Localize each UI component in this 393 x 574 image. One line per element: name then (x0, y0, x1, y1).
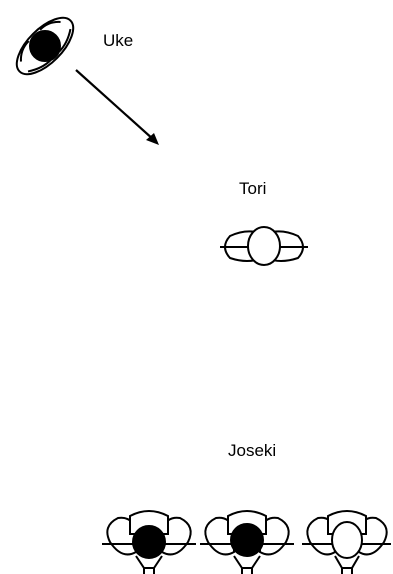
tori-label: Tori (239, 179, 267, 198)
joseki-label: Joseki (228, 441, 277, 460)
joseki-1-head (132, 525, 166, 559)
joseki-3-head (331, 521, 363, 559)
tori-head (247, 226, 281, 266)
arrowhead-icon (146, 133, 159, 145)
joseki-2-head (230, 523, 264, 557)
uke-label: Uke (103, 31, 134, 50)
joseki-figure-3 (302, 510, 391, 574)
uke-head (28, 29, 61, 62)
joseki-figure-1 (102, 510, 196, 574)
tori-figure (220, 226, 308, 266)
joseki-figure-2 (200, 510, 294, 574)
movement-arrow (75, 69, 159, 145)
uke-figure (15, 16, 75, 76)
